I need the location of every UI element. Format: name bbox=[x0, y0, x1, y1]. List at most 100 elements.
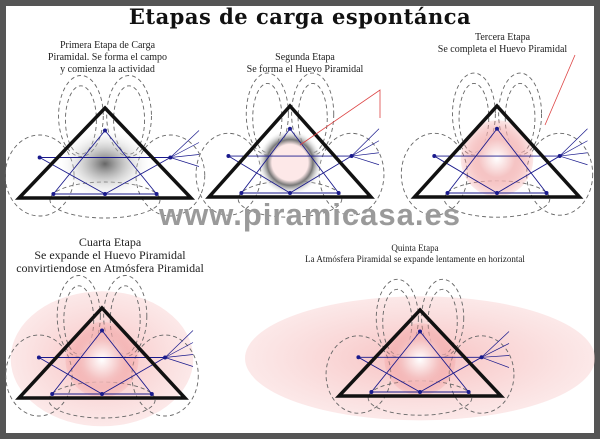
field-ray bbox=[170, 130, 200, 158]
arrow-marker bbox=[336, 191, 341, 195]
arrow-marker bbox=[418, 329, 422, 334]
field-lobe-side bbox=[135, 134, 206, 217]
field-ray bbox=[170, 154, 200, 158]
stage-5-pyramid bbox=[245, 278, 595, 421]
stage-4-caption: Cuarta Etapa Se expande el Huevo Piramid… bbox=[5, 236, 215, 275]
arrow-marker bbox=[103, 128, 107, 133]
arrow-marker bbox=[226, 154, 231, 159]
stage-2-pyramid bbox=[195, 72, 385, 218]
stage-1-title: Primera Etapa de Carga bbox=[59, 40, 156, 51]
field-ray bbox=[351, 155, 380, 166]
field-line bbox=[51, 330, 103, 395]
field-ray bbox=[481, 343, 510, 358]
arrow-marker bbox=[100, 392, 104, 396]
field-line bbox=[101, 330, 153, 395]
field-ray bbox=[351, 152, 380, 157]
arrow-marker bbox=[103, 192, 107, 196]
pyramid-triangle bbox=[15, 305, 189, 400]
pyramid-triangle bbox=[410, 103, 584, 199]
page-title: Etapas de carga espontánca bbox=[128, 4, 472, 29]
field-line bbox=[53, 130, 106, 195]
field-ray bbox=[481, 356, 510, 368]
field-ray bbox=[164, 357, 194, 367]
pyramid-egg bbox=[460, 120, 534, 197]
field-lobe-top-inner bbox=[63, 285, 95, 355]
field-line bbox=[371, 331, 421, 393]
arrow-marker bbox=[356, 355, 361, 360]
field-lobe-top-inner bbox=[109, 285, 141, 355]
field-ray bbox=[165, 354, 194, 358]
arrow-marker bbox=[418, 390, 422, 394]
field-lobe-top-inner bbox=[297, 82, 328, 154]
pyramid-triangle bbox=[14, 105, 196, 200]
arrow-marker bbox=[445, 191, 450, 195]
stage-5-caption: Quinta Etapa La Atmósfera Piramidal se e… bbox=[280, 243, 550, 265]
field-ray bbox=[164, 330, 194, 358]
arrow-marker bbox=[495, 126, 499, 131]
field-line bbox=[496, 128, 547, 194]
field-lobe-top bbox=[421, 278, 465, 358]
stage-3-text: Se completa el Huevo Piramidal bbox=[437, 44, 568, 55]
stage-5-text: La Atmósfera Piramidal se expande lentam… bbox=[305, 254, 525, 264]
pyramid-egg bbox=[65, 322, 139, 398]
field-line bbox=[104, 130, 157, 195]
stage-4-pyramid bbox=[5, 275, 199, 427]
pointer-line bbox=[299, 89, 381, 146]
stage-3-title: Tercera Etapa bbox=[474, 32, 531, 43]
pyramid-triangle bbox=[205, 103, 375, 199]
arrow-marker bbox=[369, 390, 374, 394]
arrow-marker bbox=[100, 328, 104, 333]
field-lobe-top-inner bbox=[504, 82, 536, 154]
field-lobe-top bbox=[375, 278, 419, 358]
arrow-marker bbox=[154, 192, 159, 196]
arrow-marker bbox=[466, 390, 471, 394]
field-line bbox=[289, 128, 339, 194]
field-ray bbox=[559, 128, 588, 157]
field-ray bbox=[351, 128, 380, 157]
field-lobe-side bbox=[448, 335, 515, 414]
stage-2-caption: Segunda Etapa Se forma el Huevo Piramida… bbox=[235, 52, 375, 76]
pyramid-egg bbox=[384, 323, 456, 396]
field-lobe-top-inner bbox=[113, 85, 146, 155]
arrow-marker bbox=[50, 392, 55, 396]
stage-2-text: Se forma el Huevo Piramidal bbox=[246, 64, 364, 75]
field-ray bbox=[481, 331, 510, 358]
arrow-marker bbox=[36, 355, 41, 360]
arrow-marker bbox=[495, 191, 499, 195]
field-ray bbox=[559, 155, 588, 166]
stage-1-text: Piramidal. Se forma el campo bbox=[47, 52, 168, 63]
arrow-marker bbox=[239, 191, 244, 195]
energy-glow bbox=[56, 127, 154, 200]
pyramid-egg bbox=[257, 129, 323, 196]
arrow-marker bbox=[432, 154, 437, 159]
field-ray bbox=[481, 355, 510, 358]
stage-1-caption: Primera Etapa de Carga Piramidal. Se for… bbox=[40, 40, 175, 76]
field-lobe-top-inner bbox=[252, 82, 283, 154]
field-line bbox=[241, 128, 291, 194]
arrow-marker bbox=[149, 392, 154, 396]
pointer-line bbox=[544, 54, 576, 126]
field-line bbox=[419, 331, 469, 393]
stage-2-title: Segunda Etapa bbox=[275, 52, 335, 63]
arrow-marker bbox=[37, 155, 42, 160]
field-lobe-top-inner bbox=[458, 82, 490, 154]
field-line bbox=[447, 128, 498, 194]
field-ray bbox=[164, 342, 194, 358]
field-ray bbox=[170, 142, 200, 158]
stage-3-pyramid bbox=[400, 72, 594, 218]
arrow-marker bbox=[288, 126, 292, 131]
stage-1-pyramid bbox=[4, 75, 206, 219]
field-lobe-side bbox=[526, 132, 594, 216]
field-ray bbox=[559, 140, 588, 157]
stage-4-text: Se expande el Huevo Piramidal bbox=[34, 248, 186, 262]
stage-4-text-2: convirtiendose en Atmósfera Piramidal bbox=[16, 261, 204, 275]
pyramid-triangle bbox=[334, 307, 506, 398]
stage-1-text-2: y comienza la actividad bbox=[60, 64, 155, 75]
field-lobe-top-inner bbox=[64, 85, 97, 155]
arrow-marker bbox=[288, 191, 292, 195]
watermark: www.piramicasa.es bbox=[159, 197, 461, 232]
field-ray bbox=[170, 157, 200, 167]
field-ray bbox=[351, 140, 380, 157]
stage-5-title: Quinta Etapa bbox=[391, 243, 439, 253]
arrow-marker bbox=[51, 192, 56, 196]
